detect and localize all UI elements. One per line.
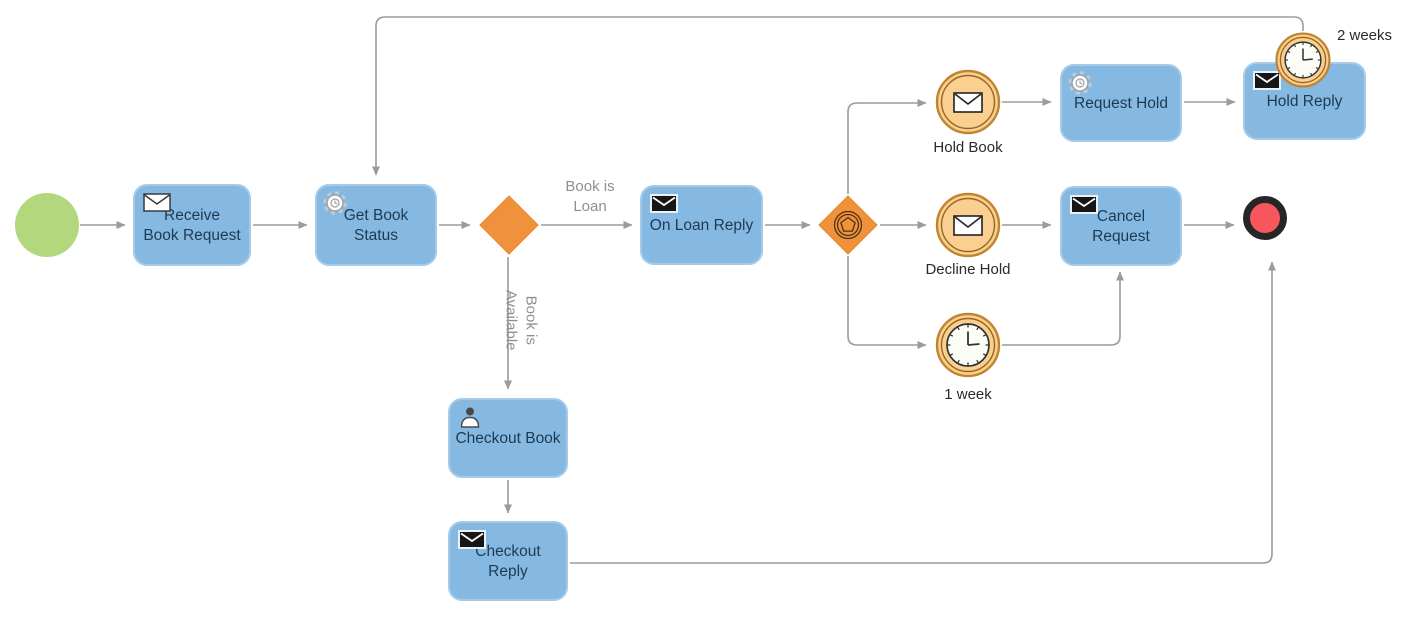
timer-event-1-week[interactable] <box>934 311 1002 379</box>
task-checkout-reply[interactable]: Checkout Reply <box>448 521 568 601</box>
event-decline-hold[interactable] <box>934 191 1002 259</box>
event-label-2-weeks: 2 weeks <box>1337 27 1393 44</box>
timer-boundary-event-2-weeks[interactable] <box>1274 31 1332 89</box>
start-event[interactable] <box>15 193 79 257</box>
edge-label-book-is-loan: Book is Loan <box>565 178 615 216</box>
event-based-gateway[interactable] <box>816 193 880 257</box>
task-label: Checkout Book <box>455 429 561 447</box>
edge-label-book-is-available: Book is Available <box>502 289 540 351</box>
message-filled-icon <box>1070 195 1098 214</box>
task-receive-book-request[interactable]: Receive Book Request <box>133 184 251 266</box>
task-label: Request Hold <box>1074 94 1168 112</box>
clock-icon <box>1284 41 1322 79</box>
task-request-hold[interactable]: Request Hold <box>1060 64 1182 142</box>
event-hold-book[interactable] <box>934 68 1002 136</box>
event-label-hold-book: Hold Book <box>933 139 1003 156</box>
message-icon <box>953 215 983 236</box>
gear-icon <box>322 190 348 216</box>
task-checkout-book[interactable]: Checkout Book <box>448 398 568 478</box>
message-icon <box>953 92 983 113</box>
message-filled-icon <box>650 194 678 213</box>
message-filled-icon <box>458 530 486 549</box>
task-get-book-status[interactable]: Get Book Status <box>315 184 437 266</box>
event-label-decline-hold: Decline Hold <box>925 261 1011 278</box>
task-label: On Loan Reply <box>649 216 754 234</box>
task-label: Checkout Reply <box>475 542 541 580</box>
user-icon <box>459 406 481 428</box>
task-label: Hold Reply <box>1266 92 1343 110</box>
task-label: Receive Book Request <box>143 206 241 244</box>
task-label: Cancel Request <box>1092 207 1150 245</box>
gear-icon <box>1067 70 1093 96</box>
end-event[interactable] <box>1243 196 1287 240</box>
task-on-loan-reply[interactable]: On Loan Reply <box>640 185 763 265</box>
event-label-1-week: 1 week <box>944 386 992 403</box>
clock-icon <box>946 323 990 367</box>
exclusive-gateway[interactable] <box>477 193 541 257</box>
task-label: Get Book Status <box>343 206 409 244</box>
message-icon <box>143 193 171 212</box>
message-filled-icon <box>1253 71 1281 90</box>
task-cancel-request[interactable]: Cancel Request <box>1060 186 1182 266</box>
pentagon-icon <box>833 210 863 240</box>
